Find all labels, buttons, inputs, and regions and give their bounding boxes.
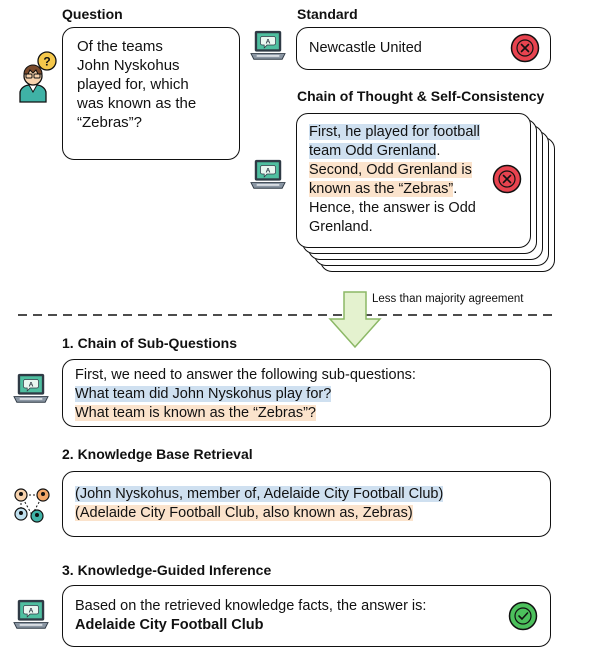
wrong-x-icon	[510, 33, 540, 63]
cot-line: Hence, the answer is Odd	[309, 200, 476, 216]
question-line: “Zebras”?	[77, 114, 143, 131]
final-answer: Adelaide City Football Club	[75, 617, 264, 633]
laptop-bot-icon	[249, 158, 287, 192]
laptop-bot-icon	[12, 598, 50, 632]
step1-intro: First, we need to answer the following s…	[75, 367, 416, 383]
sub-question: What team is known as the “Zebras”?	[75, 405, 316, 421]
standard-answer-bubble: Newcastle United	[296, 27, 551, 70]
laptop-bot-icon	[249, 29, 287, 63]
cot-line-period: .	[453, 181, 458, 197]
step3-heading: 3. Knowledge-Guided Inference	[62, 562, 272, 578]
divider-with-arrow	[18, 291, 555, 349]
knowledge-triple: (John Nyskohus, member of, Adelaide City…	[75, 486, 444, 502]
standard-heading: Standard	[297, 6, 358, 22]
question-line: Of the teams	[77, 38, 163, 55]
cot-bubble: First, he played for football team Odd G…	[296, 113, 531, 248]
question-bubble: Of the teams John Nyskohus played for, w…	[62, 27, 240, 160]
question-line: John Nyskohus	[77, 57, 180, 74]
person-question-icon: ?	[19, 51, 57, 103]
cot-heading: Chain of Thought & Self-Consistency	[297, 88, 545, 104]
question-line: was known as the	[77, 95, 197, 112]
cot-line: known as the “Zebras”	[309, 181, 454, 197]
cot-line: Second, Odd Grenland is	[309, 162, 472, 178]
step3-bubble: Based on the retrieved knowledge facts, …	[62, 585, 551, 647]
step1-heading: 1. Chain of Sub-Questions	[62, 335, 238, 351]
step3-intro: Based on the retrieved knowledge facts, …	[75, 598, 427, 614]
correct-check-icon	[508, 601, 538, 631]
cot-line: First, he played for football	[309, 124, 480, 140]
down-arrow-icon	[328, 291, 382, 349]
question-line: played for, which	[77, 76, 189, 93]
cot-line: Grenland.	[309, 219, 373, 235]
step2-heading: 2. Knowledge Base Retrieval	[62, 446, 253, 462]
step1-bubble: First, we need to answer the following s…	[62, 359, 551, 427]
standard-answer: Newcastle United	[309, 40, 422, 56]
laptop-bot-icon	[12, 372, 50, 406]
question-heading: Question	[62, 6, 123, 22]
wrong-x-icon	[492, 164, 522, 194]
knowledge-triple: (Adelaide City Football Club, also known…	[75, 505, 413, 521]
step2-bubble: (John Nyskohus, member of, Adelaide City…	[62, 471, 551, 537]
knowledge-graph-icon	[14, 488, 50, 523]
svg-text:?: ?	[43, 55, 50, 69]
arrow-label: Less than majority agreement	[370, 293, 526, 305]
cot-line: team Odd Grenland	[309, 143, 437, 159]
cot-line-period: .	[436, 143, 441, 159]
sub-question: What team did John Nyskohus play for?	[75, 386, 332, 402]
